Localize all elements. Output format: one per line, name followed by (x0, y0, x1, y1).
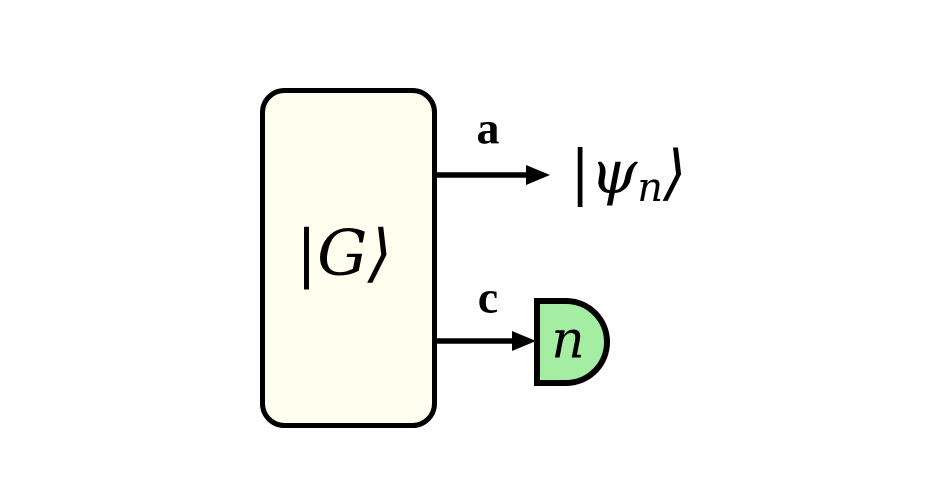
port-c-group[interactable]: c (435, 272, 536, 351)
output-state-subscript: n (637, 165, 663, 211)
detector-label: n (551, 311, 585, 371)
port-a-group[interactable]: a (435, 103, 550, 185)
output-state-group: |ψn⟩ (570, 138, 686, 211)
port-a-label: a (477, 103, 500, 154)
port-a-arrowhead (526, 165, 550, 185)
source-box-group[interactable]: |G⟩ (260, 88, 437, 428)
port-c-arrowhead (512, 331, 536, 351)
output-state-ket-close: ⟩ (662, 138, 686, 208)
output-state-ket-open: |ψ (570, 138, 638, 208)
detector-group[interactable]: n (534, 298, 610, 386)
source-box-label: |G⟩ (296, 217, 392, 290)
detector-shape[interactable] (534, 298, 610, 386)
output-state-label: |ψn⟩ (570, 138, 686, 211)
port-c-label: c (478, 272, 498, 323)
source-box-rect[interactable] (260, 88, 437, 428)
